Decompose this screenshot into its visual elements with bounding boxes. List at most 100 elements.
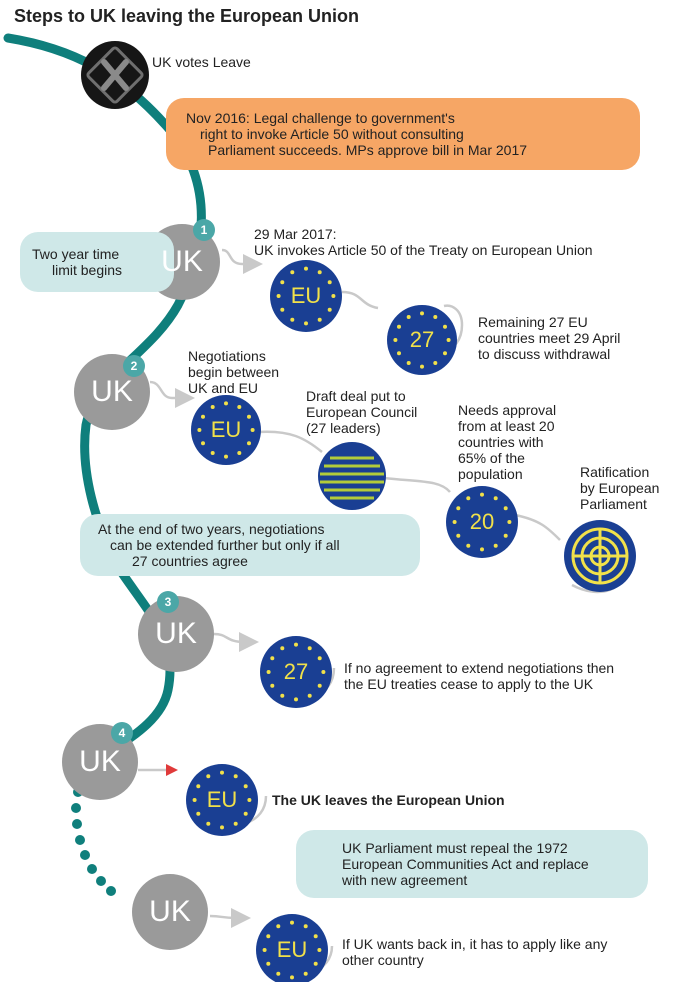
eu-star-icon	[250, 428, 255, 432]
eu-star-icon	[456, 533, 461, 538]
eu-star-icon	[233, 821, 238, 826]
eu-star-icon	[443, 324, 447, 329]
eu-star-icon	[317, 270, 322, 275]
eu-disc-step2	[191, 395, 261, 465]
ratification-line-1: Ratification	[580, 464, 650, 480]
remaining-line-3: to discuss withdrawal	[478, 346, 611, 362]
eu-star-icon	[321, 670, 326, 674]
eu-star-icon	[276, 294, 281, 298]
repeal-box: UK Parliament must repeal the 1972 Europ…	[296, 830, 648, 898]
negotiations-line-2: begin between	[188, 364, 280, 380]
connector-step1	[221, 248, 263, 274]
eu-star-icon	[294, 642, 298, 647]
eu-star-icon	[237, 451, 242, 455]
rejoin-line-1: If UK wants back in, it has to apply lik…	[342, 936, 608, 952]
draft-line-1: Draft deal put to	[306, 388, 406, 404]
european-parliament-icon	[571, 527, 629, 585]
eu-star-icon	[303, 971, 308, 976]
time-limit-line-1: Two year time	[32, 246, 120, 262]
eu-star-icon	[276, 924, 281, 929]
rejoin-text: If UK wants back in, it has to apply lik…	[342, 936, 607, 968]
eu-star-icon	[406, 361, 411, 365]
eu-star-icon	[397, 324, 401, 329]
no-agreement-line-1: If no agreement to extend negotiations t…	[344, 660, 615, 676]
uk-circle-step3	[138, 596, 214, 672]
eu-star-icon	[243, 784, 248, 789]
ratification-line-2: by European	[580, 480, 660, 496]
extension-line-2: can be extended further but only if all	[110, 537, 340, 553]
eu-star-icon	[276, 971, 281, 976]
eu-star-icon	[327, 307, 332, 312]
eu-star-icon	[237, 405, 242, 409]
approval-line-1: Needs approval	[458, 402, 557, 418]
eu-star-icon	[327, 280, 332, 285]
eu-star-icon	[493, 543, 498, 548]
eu-star-icon	[196, 784, 201, 789]
eu-star-icon	[197, 428, 202, 432]
eu-star-icon	[503, 506, 508, 511]
eu-star-icon	[331, 294, 336, 298]
repeal-line-3: with new agreement	[342, 872, 468, 888]
red-arrow-icon	[166, 764, 178, 776]
badge-step3	[157, 591, 179, 613]
draft-line-2: European Council	[306, 404, 418, 420]
extension-line-1: At the end of two years, negotiations	[98, 521, 325, 537]
invoke-article-50: UK invokes Article 50 of the Treaty on E…	[254, 242, 593, 258]
eu-star-icon	[317, 948, 322, 952]
extension-box: At the end of two years, negotiations ca…	[80, 514, 420, 576]
connector-20-to-parliament	[514, 513, 561, 541]
approval-line-5: population	[458, 466, 523, 482]
page-title: Steps to UK leaving the European Union	[14, 6, 360, 26]
no-agreement-line-2: the EU treaties cease to apply to the UK	[344, 676, 594, 692]
eu-disc-step4	[186, 764, 258, 836]
eu27-disc-step3	[260, 636, 332, 708]
no-agreement-text: If no agreement to extend negotiations t…	[344, 660, 614, 692]
ratification-text: Ratification by European Parliament	[580, 464, 659, 512]
eu-star-icon	[303, 924, 308, 929]
uk-leaves-eu-text: The UK leaves the European Union	[272, 792, 505, 808]
eu-star-icon	[507, 520, 512, 524]
draft-deal-text: Draft deal put to European Council (27 l…	[306, 388, 417, 436]
eu-star-icon	[290, 317, 295, 322]
repeal-line-2: European Communities Act and replace	[342, 856, 589, 872]
eu-star-icon	[433, 315, 438, 319]
negotiations-line-1: Negotiations	[188, 348, 266, 364]
eu-star-icon	[247, 441, 251, 446]
eu-star-icon	[210, 451, 215, 455]
eu-star-icon	[206, 774, 211, 779]
eu-star-icon	[393, 338, 398, 342]
eu-star-icon	[266, 670, 271, 674]
approval-line-2: from at least 20	[458, 418, 555, 434]
eu-star-icon	[290, 975, 294, 980]
eu-star-icon	[206, 821, 211, 826]
eu-star-icon	[290, 920, 294, 925]
eu-star-icon	[233, 774, 238, 779]
eu-star-icon	[420, 364, 424, 369]
rejoin-line-2: other country	[342, 952, 424, 968]
eu-star-icon	[266, 961, 271, 966]
eu-star-icon	[280, 693, 285, 698]
eu-star-icon	[443, 351, 447, 356]
connector-eu-to-council	[257, 430, 323, 453]
eu20-disc	[446, 486, 518, 558]
eu-star-icon	[480, 492, 484, 497]
eu-star-icon	[317, 656, 322, 661]
badge-step2	[123, 355, 145, 377]
draft-line-3: (27 leaders)	[306, 420, 381, 436]
ballot-x-icon	[81, 41, 149, 109]
eu-star-icon	[480, 547, 484, 552]
eu-star-icon	[201, 441, 205, 446]
eu-star-icon	[307, 646, 312, 651]
uk-circle-final	[132, 874, 208, 950]
extension-line-3: 27 countries agree	[132, 553, 248, 569]
eu-star-icon	[397, 351, 401, 356]
legal-challenge-box: Nov 2016: Legal challenge to government'…	[166, 98, 640, 170]
eu-star-icon	[317, 317, 322, 322]
eu-star-icon	[220, 770, 224, 775]
approval-line-4: 65% of the	[458, 450, 525, 466]
eu-star-icon	[466, 496, 471, 501]
eu-star-icon	[420, 311, 424, 316]
eu-star-icon	[270, 656, 275, 661]
